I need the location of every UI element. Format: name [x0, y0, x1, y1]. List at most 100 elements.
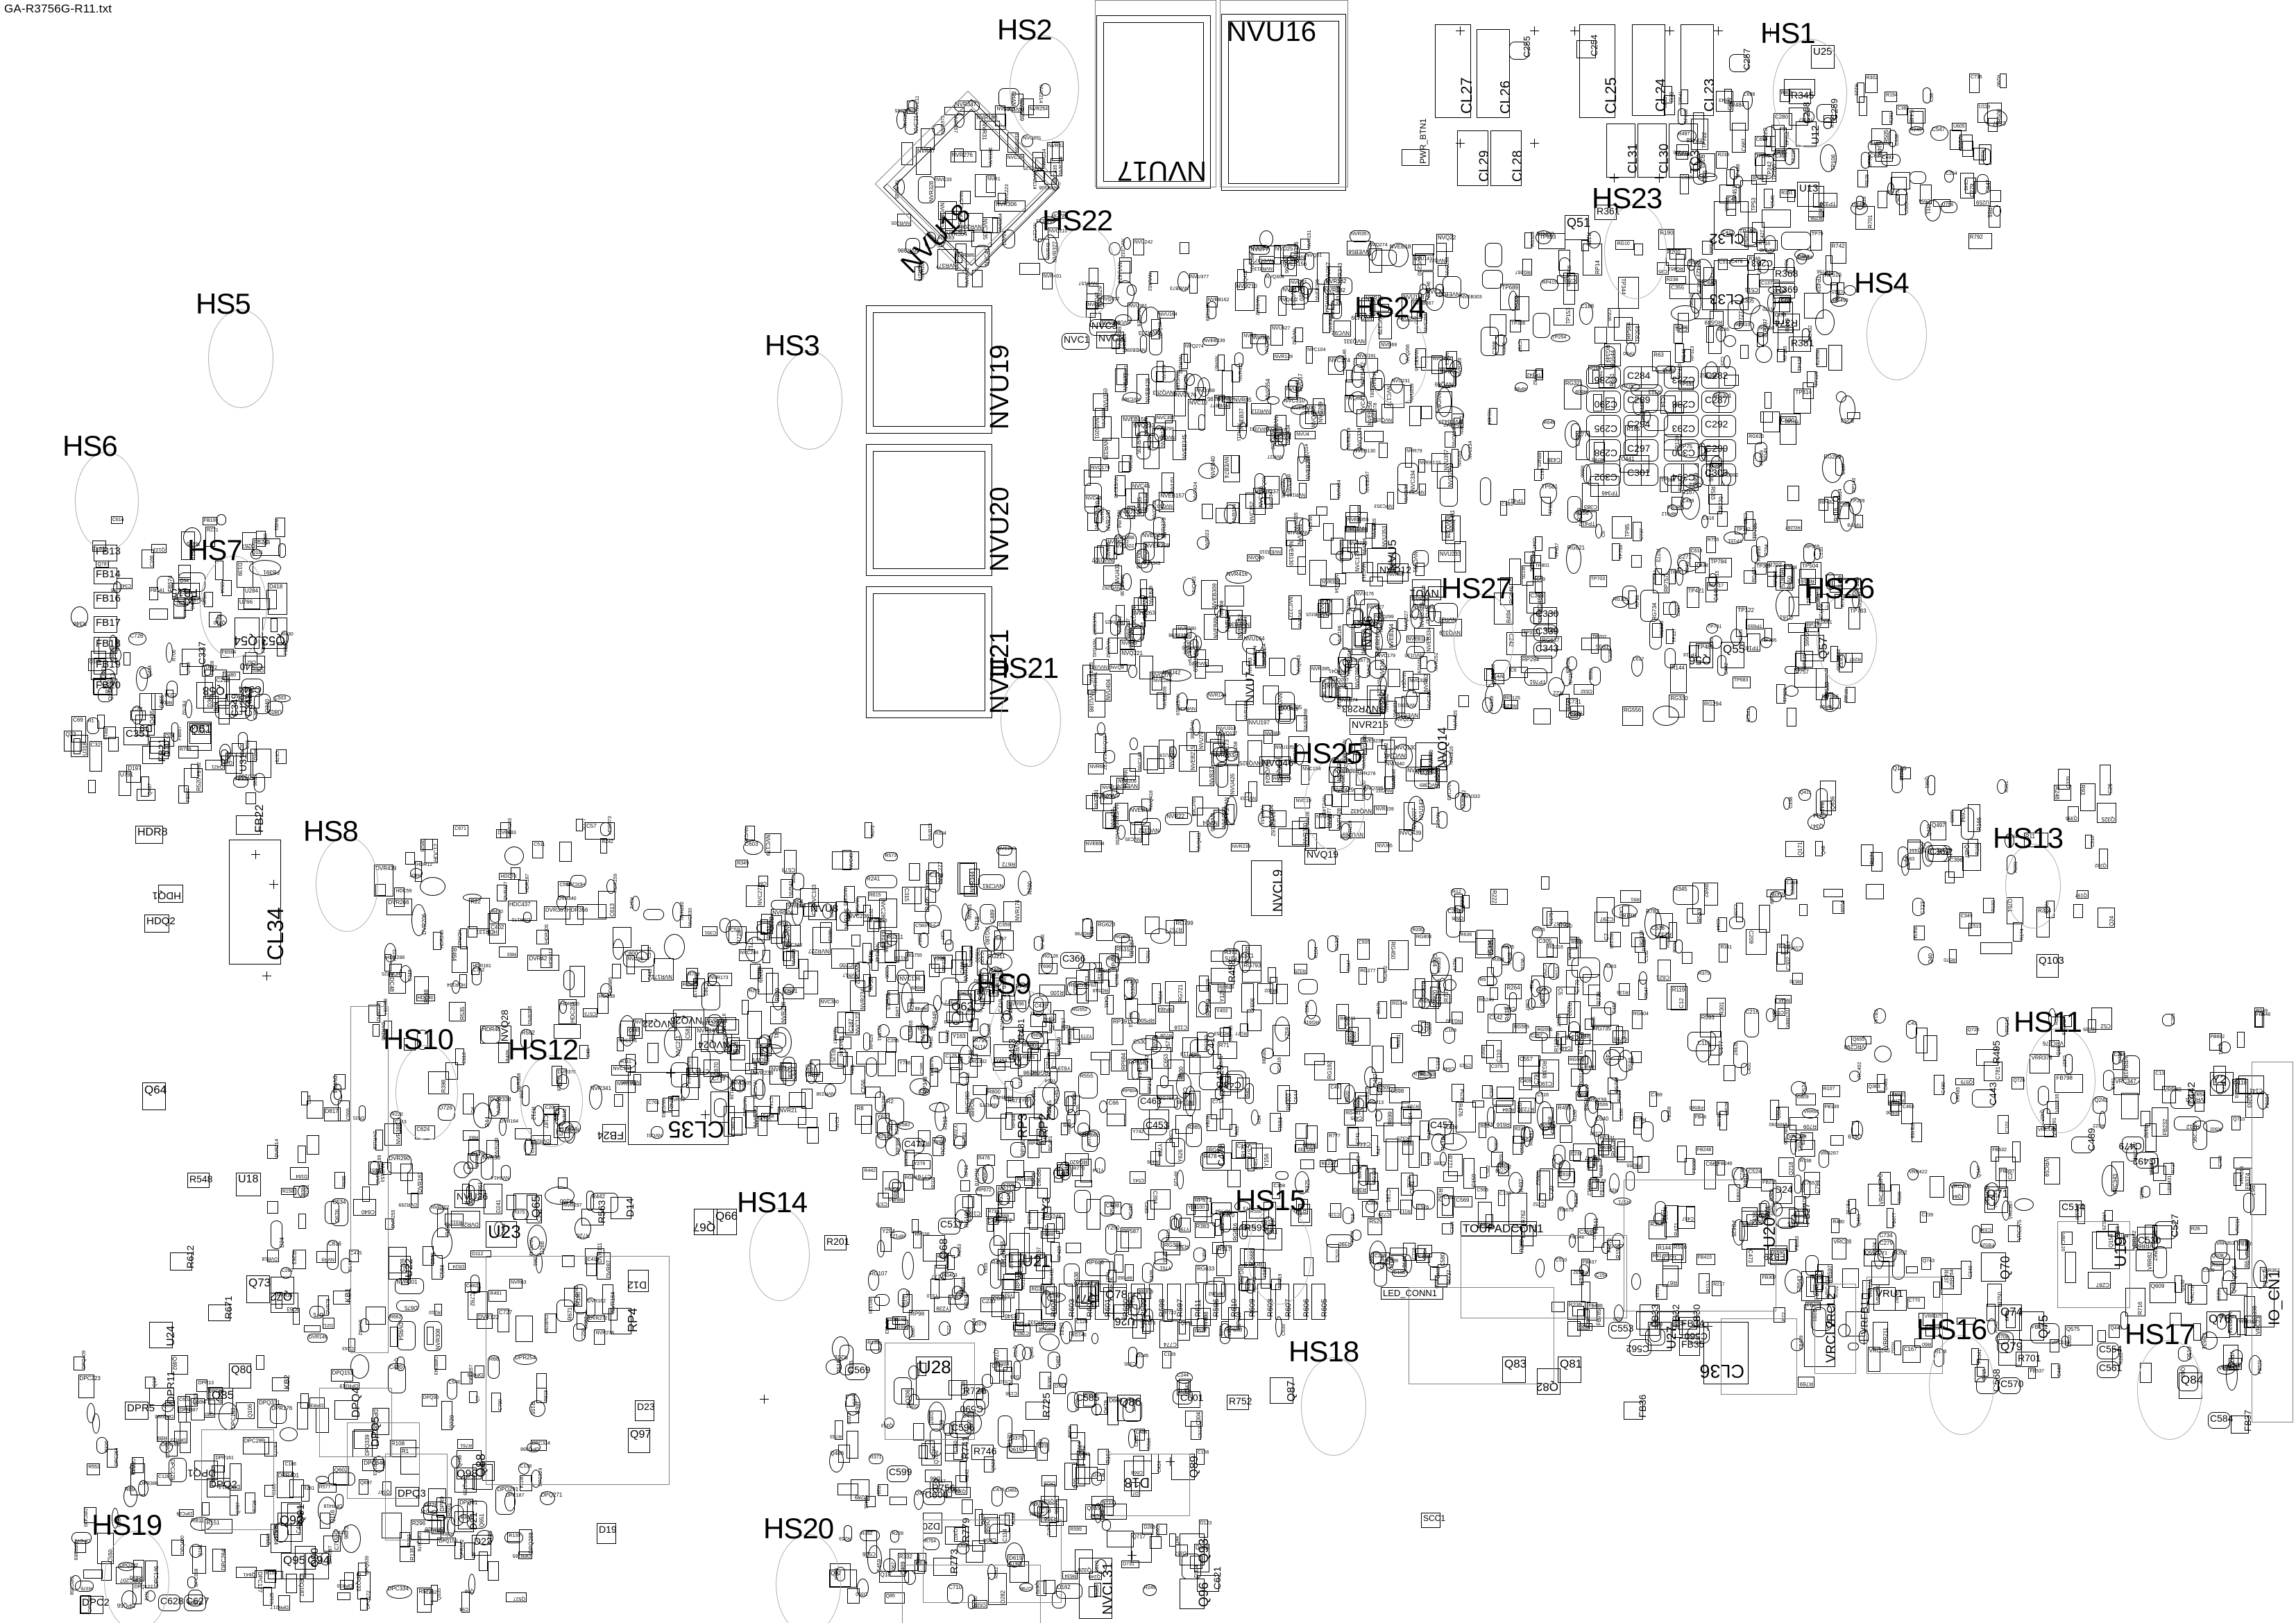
component-designator: RP180: [1783, 346, 1788, 361]
component-designator: NVQ274: [1185, 344, 1204, 349]
component-designator: RP482: [1820, 500, 1835, 505]
component-outline: [1174, 1098, 1181, 1110]
component-designator: C173: [1144, 1321, 1156, 1326]
component-outline: [1429, 611, 1441, 626]
component-designator: RG552: [1072, 1008, 1087, 1012]
component-designator: NVC50: [1157, 503, 1173, 508]
component-designator: RP385: [896, 1138, 901, 1155]
component-designator: R690: [1028, 881, 1033, 894]
component-designator: R249: [1144, 1586, 1156, 1590]
component-designator: NVU146: [1427, 282, 1431, 300]
component-designator: NVC346: [1363, 735, 1368, 753]
component-designator: NVC90: [1146, 434, 1151, 450]
component-designator: DPR369: [73, 1542, 78, 1560]
component-designator: RP672: [977, 1188, 992, 1193]
component-designator: FB648: [2256, 1012, 2271, 1017]
component-designator: C84: [758, 881, 767, 885]
component-designator: C425: [1351, 1115, 1363, 1120]
component-outline: [2141, 1111, 2150, 1126]
component-designator: Q651: [479, 1513, 485, 1527]
component-designator: C167: [1554, 921, 1567, 926]
component-designator: NVR227: [808, 948, 828, 953]
component-designator: R672: [871, 825, 876, 837]
component-designator: R636: [1461, 933, 1472, 937]
component-designator: C541: [1132, 1178, 1144, 1182]
component-designator: C308: [1493, 341, 1498, 355]
component-designator: RG277: [1360, 969, 1375, 974]
component-designator: NVQ134: [1277, 693, 1282, 715]
component-outline: [2073, 904, 2083, 918]
component-designator: C138: [1789, 797, 1794, 808]
component-designator: C152: [425, 1590, 437, 1595]
component-designator: R634: [1064, 1573, 1076, 1578]
component-designator: RP542: [1008, 1254, 1013, 1268]
component-designator: NVU205: [1135, 550, 1140, 568]
component-designator: NVC35: [1125, 836, 1141, 841]
component-designator: NVQ22: [1438, 235, 1456, 241]
component-designator: NVQ262: [1270, 431, 1275, 450]
component-designator: NVR42: [789, 881, 794, 897]
component-designator: R426: [1778, 945, 1790, 950]
component-designator: NVR30: [482, 1155, 500, 1161]
component-designator: NVQ80: [1248, 556, 1264, 561]
component-designator: Q720: [450, 1416, 455, 1429]
component-designator: R253: [1840, 417, 1853, 423]
component-designator: NVEB288: [1304, 709, 1309, 731]
component-designator: NVC92: [1332, 330, 1350, 335]
component-designator: NVU340: [1386, 762, 1404, 767]
component-outline: [1412, 244, 1434, 255]
component-designator: RG451: [1667, 266, 1683, 271]
component-designator: Q66: [465, 1588, 474, 1593]
component-designator: Q726: [2013, 1078, 2025, 1083]
component-designator: C225: [1608, 649, 1613, 661]
component-designator: NVEB248: [1113, 477, 1118, 498]
component-designator: C334: [1450, 1221, 1455, 1233]
component-designator: TP693: [1749, 623, 1763, 628]
component-designator: FB537: [2030, 1369, 2044, 1374]
component-outline: [1442, 1196, 1453, 1216]
component-outline: [1622, 906, 1629, 926]
component-designator: FB507: [186, 788, 191, 802]
component-outline: [1639, 971, 1647, 985]
component-designator: R640: [1544, 420, 1556, 425]
component-designator: Y250: [1107, 1225, 1120, 1231]
component-designator: NVR192: [1462, 790, 1467, 808]
component-outline: [1268, 967, 1276, 983]
component-designator: C661: [1352, 1031, 1357, 1043]
component-designator: FB792: [1845, 1200, 1850, 1215]
component-outline: [2223, 1345, 2238, 1370]
component-designator: Y194: [1093, 1167, 1104, 1172]
component-designator: VRC73: [2191, 1286, 2195, 1302]
component-outline: [1717, 511, 1728, 527]
component-designator: C100: [828, 930, 833, 942]
component-designator: NVEB157: [1160, 493, 1184, 499]
component-outline: [1202, 504, 1213, 519]
component-outline: [1740, 345, 1749, 359]
component-designator: NVC305: [1157, 416, 1175, 420]
component-designator: RG619: [1303, 1019, 1318, 1024]
component-designator: R281: [303, 1486, 314, 1491]
component-outline: [1595, 327, 1607, 343]
component-designator: NVC210: [1427, 690, 1432, 708]
component-designator: VRC28: [1833, 1239, 1851, 1245]
component-designator: RP684: [1121, 1053, 1127, 1070]
component-outline: [866, 1057, 877, 1077]
component-designator: NVQ398: [1364, 786, 1383, 791]
component-designator: C387: [1524, 999, 1529, 1011]
component-designator: C455: [1747, 1062, 1752, 1074]
component-designator: FB702: [181, 701, 186, 715]
component-designator: C154: [1409, 1112, 1413, 1124]
component-outline: [1097, 1469, 1105, 1481]
component-outline: [877, 1240, 885, 1257]
component-designator: Q106: [248, 1404, 253, 1418]
component-designator: NVR323: [1205, 529, 1210, 547]
component-designator: NVC38: [1129, 454, 1134, 470]
component-designator: NVC120: [1095, 511, 1100, 529]
component-outline: [929, 964, 939, 977]
component-designator: R200: [560, 1198, 573, 1203]
component-outline: [763, 1044, 783, 1054]
component-designator: R742: [1832, 244, 1845, 249]
component-designator: NVEB286: [1413, 605, 1434, 610]
component-designator: RG604: [1633, 1012, 1649, 1017]
